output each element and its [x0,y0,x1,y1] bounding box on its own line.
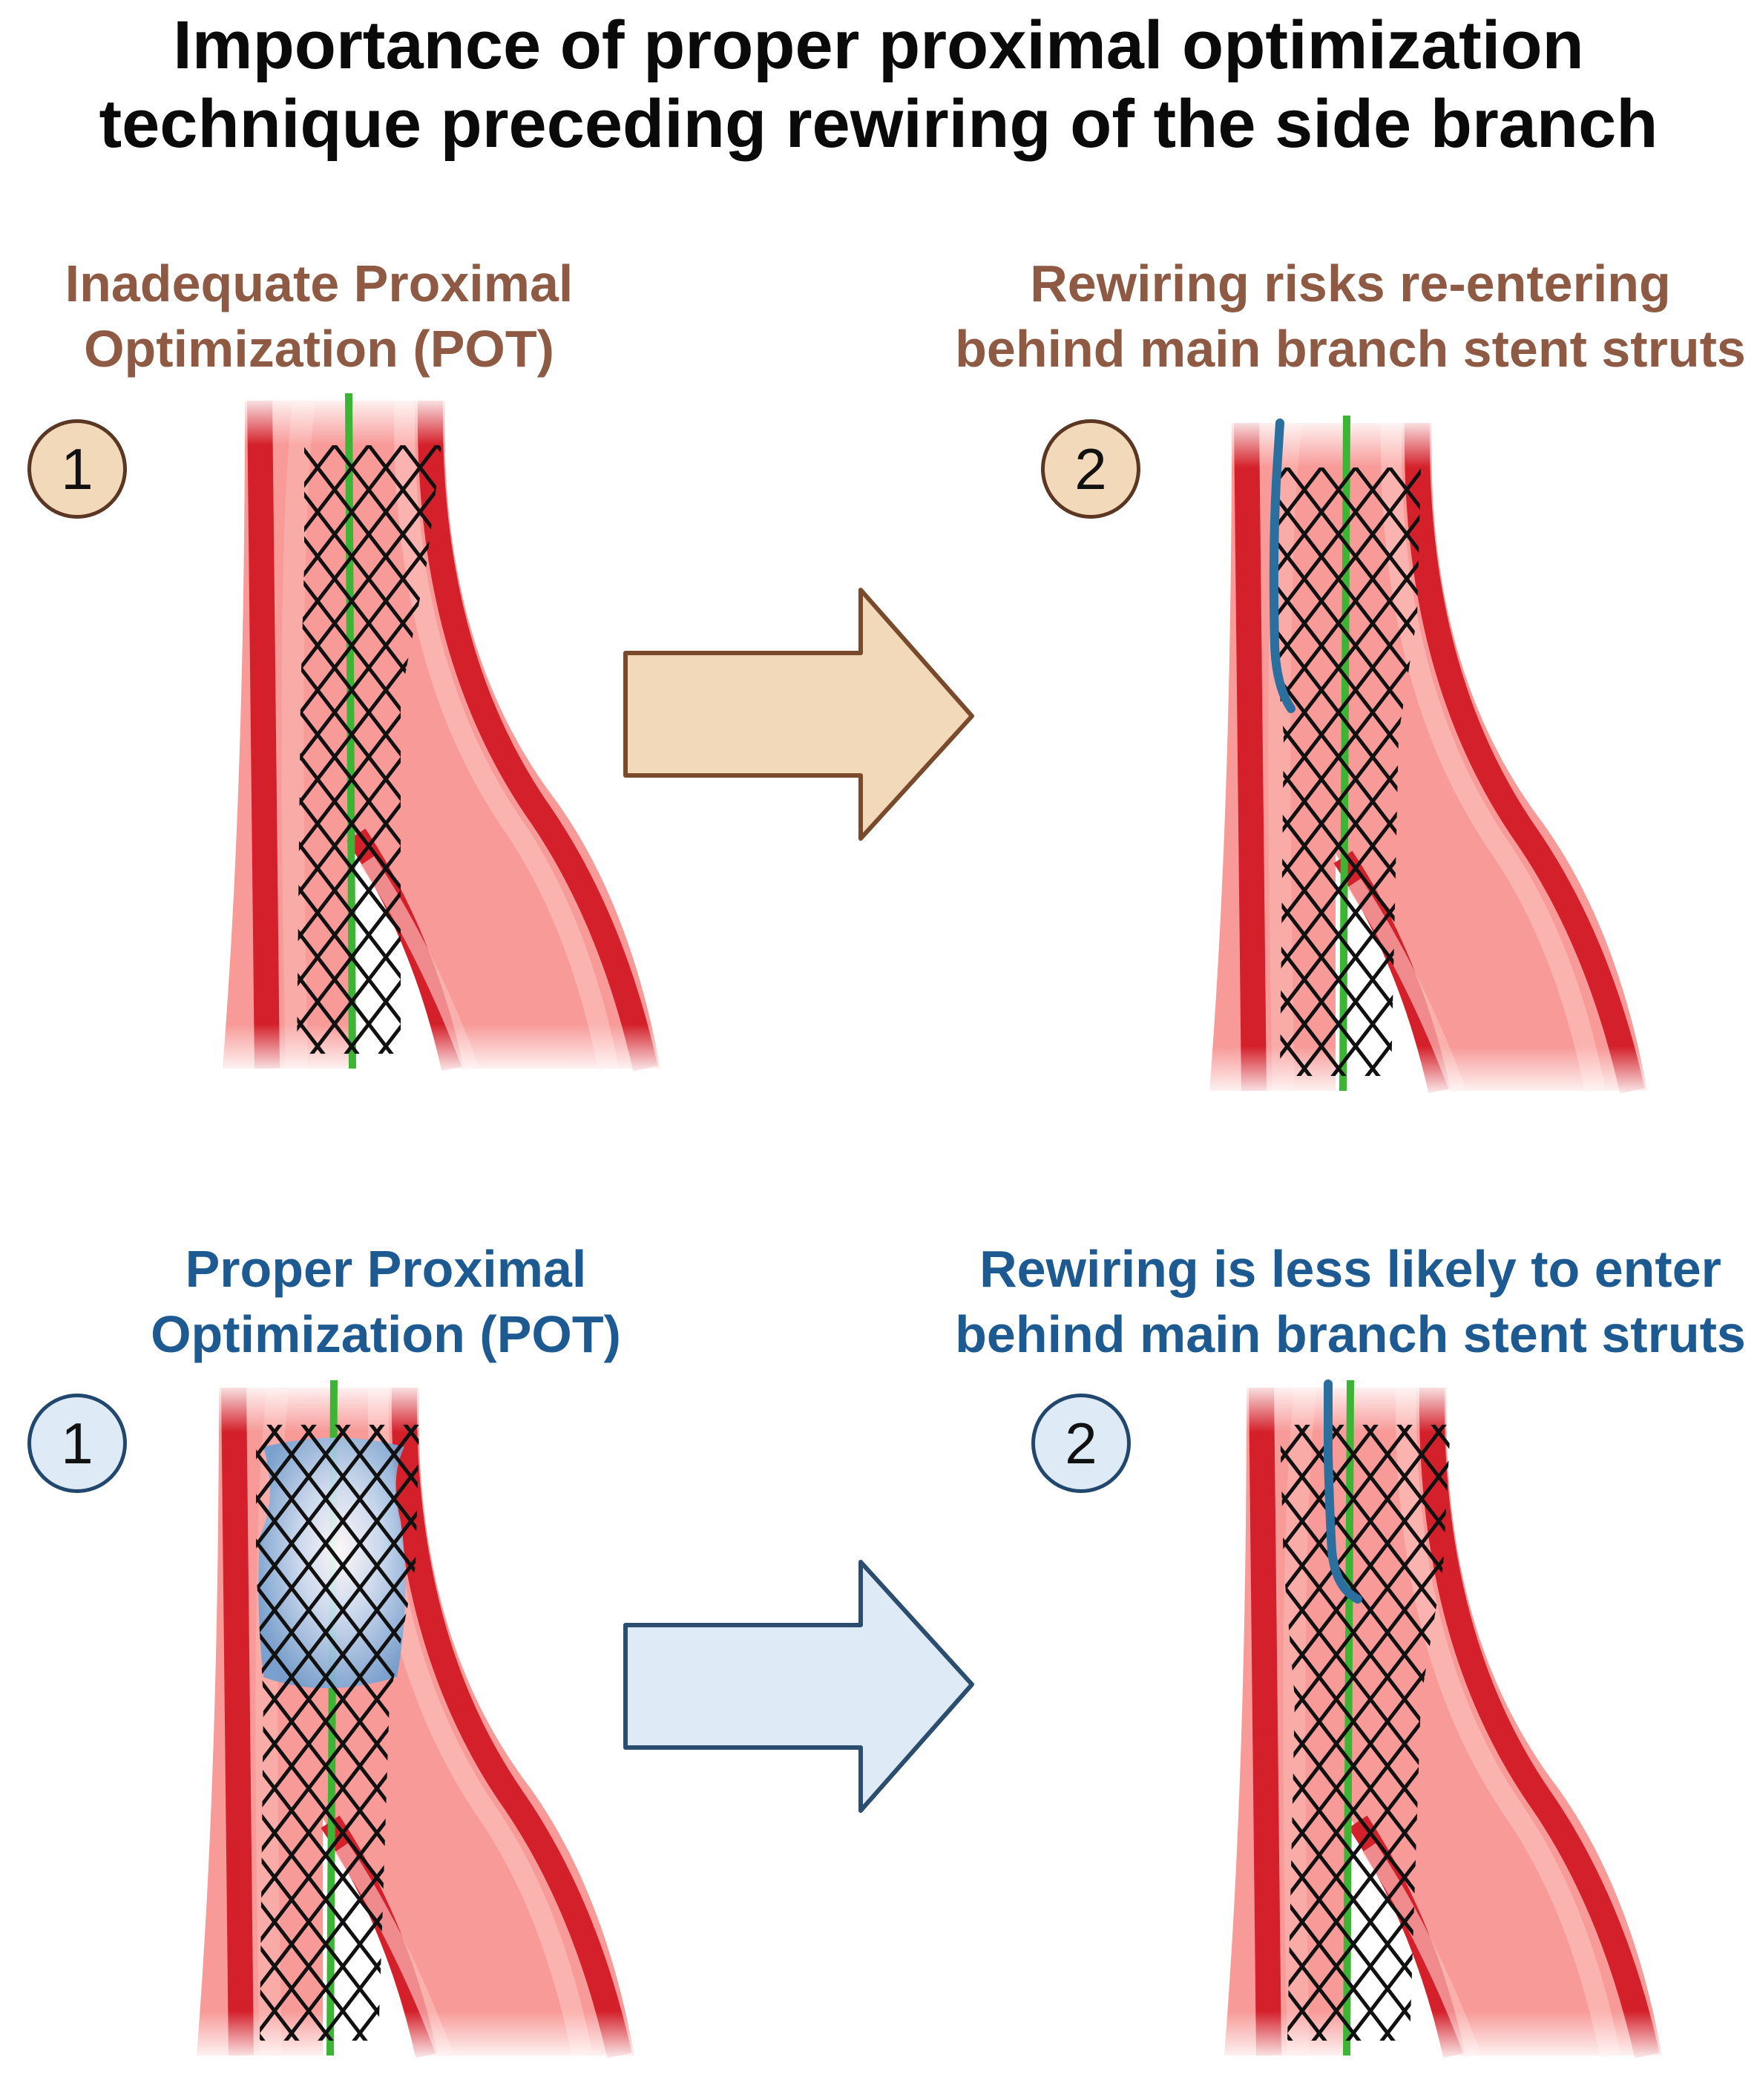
caption-inadequate-pot: Inadequate Proximal Optimization (POT) [22,251,616,381]
caption-proper-pot-line-2: Optimization (POT) [151,1305,621,1363]
caption-rewiring-less-likely-line-1: Rewiring is less likely to enter [979,1240,1721,1298]
caption-inadequate-pot-line-1: Inadequate Proximal [65,255,574,312]
stent-bottom-left [256,1425,419,2041]
vessel-bottom-left [189,1380,649,2063]
stent-top-right [1272,467,1421,1076]
vessel-top-left [215,393,675,1076]
figure-title: Importance of proper proximal optimizati… [0,6,1757,163]
step-badge-bottom-1: 1 [27,1394,127,1493]
rewire-through-struts-bottom [1324,1379,1362,1604]
step-badge-bottom-2: 2 [1031,1394,1131,1493]
caption-rewiring-risk-line-2: behind main branch stent struts [955,320,1746,378]
caption-proper-pot: Proper Proximal Optimization (POT) [89,1236,683,1367]
arrow-right-bottom [623,1560,974,1813]
figure-title-line-2: technique preceding rewiring of the side… [99,86,1658,162]
figure-title-line-1: Importance of proper proximal optimizati… [173,7,1584,83]
rewire-behind-struts-top [1269,419,1295,713]
caption-rewiring-risk-line-1: Rewiring risks re-entering [1030,255,1671,312]
vessel-bottom-right [1217,1380,1677,2063]
caption-rewiring-less-likely: Rewiring is less likely to enter behind … [950,1236,1751,1367]
caption-rewiring-less-likely-line-2: behind main branch stent struts [955,1305,1746,1363]
step-badge-top-1: 1 [27,419,127,519]
stent-bottom-right [1280,1425,1451,2041]
caption-proper-pot-line-1: Proper Proximal [185,1240,587,1298]
caption-inadequate-pot-line-2: Optimization (POT) [84,320,554,378]
arrow-right-top [623,588,974,841]
caption-rewiring-risk: Rewiring risks re-entering behind main b… [950,251,1751,381]
vessel-top-right [1202,416,1662,1098]
step-badge-top-2: 2 [1041,419,1140,519]
stent-top-left [297,445,441,1054]
